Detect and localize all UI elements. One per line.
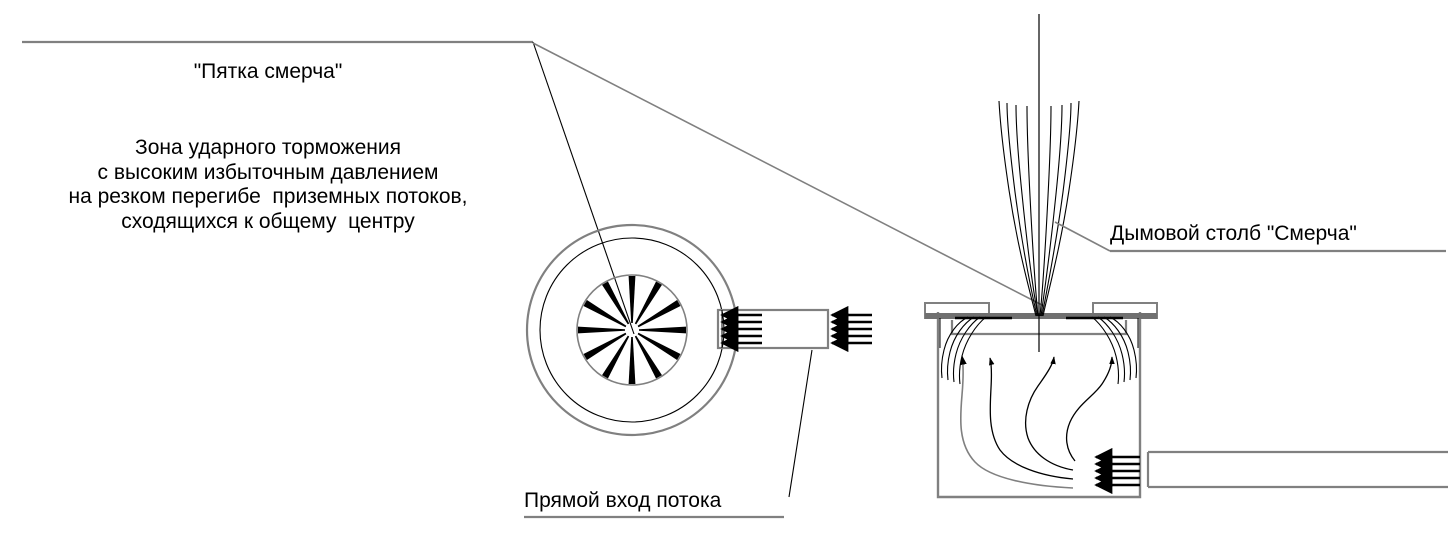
chamber-flow-arrow-2 [989,357,1074,480]
chamber-flow-arrow-1 [959,355,1074,489]
plan-inner-circle [576,274,688,386]
heel-caption-title: "Пятка смерча" [193,59,343,83]
heel-caption: "Пятка смерча" Зона ударного торможения … [0,10,536,284]
plan-inlet-duct [716,308,830,350]
chamber-flow-arrow-3 [1024,356,1074,471]
smoke-column-lines [998,100,1080,317]
plan-mid-circle [539,237,725,423]
heel-leader-to-plan [532,41,635,335]
plan-duct-arrows-right [830,305,872,353]
inlet-leader [788,349,813,498]
inlet-label: Прямой вход потока [524,489,722,512]
chamber-flow-arrows [959,355,1115,489]
plan-duct-arrows-left [720,305,762,353]
section-view [924,14,1448,499]
plan-outer-circle [525,223,739,437]
heel-annotation-leaders [22,40,1045,335]
plan-view [525,223,872,437]
heel-caption-body: Зона ударного торможения с высоким избыт… [68,135,468,234]
chamber-flow-arrow-4 [1065,356,1115,462]
section-inlet-arrows [1094,447,1140,495]
heel-leader-to-section [532,42,1045,307]
chamber-walls [936,312,1142,499]
smoke-column-label: Дымовой столб "Смерча" [1110,222,1357,245]
smoke-label-leader [1054,221,1446,253]
edge-curl-right [1091,316,1138,385]
plan-radial-arrows [578,276,686,384]
section-inlet-duct [1146,450,1448,489]
